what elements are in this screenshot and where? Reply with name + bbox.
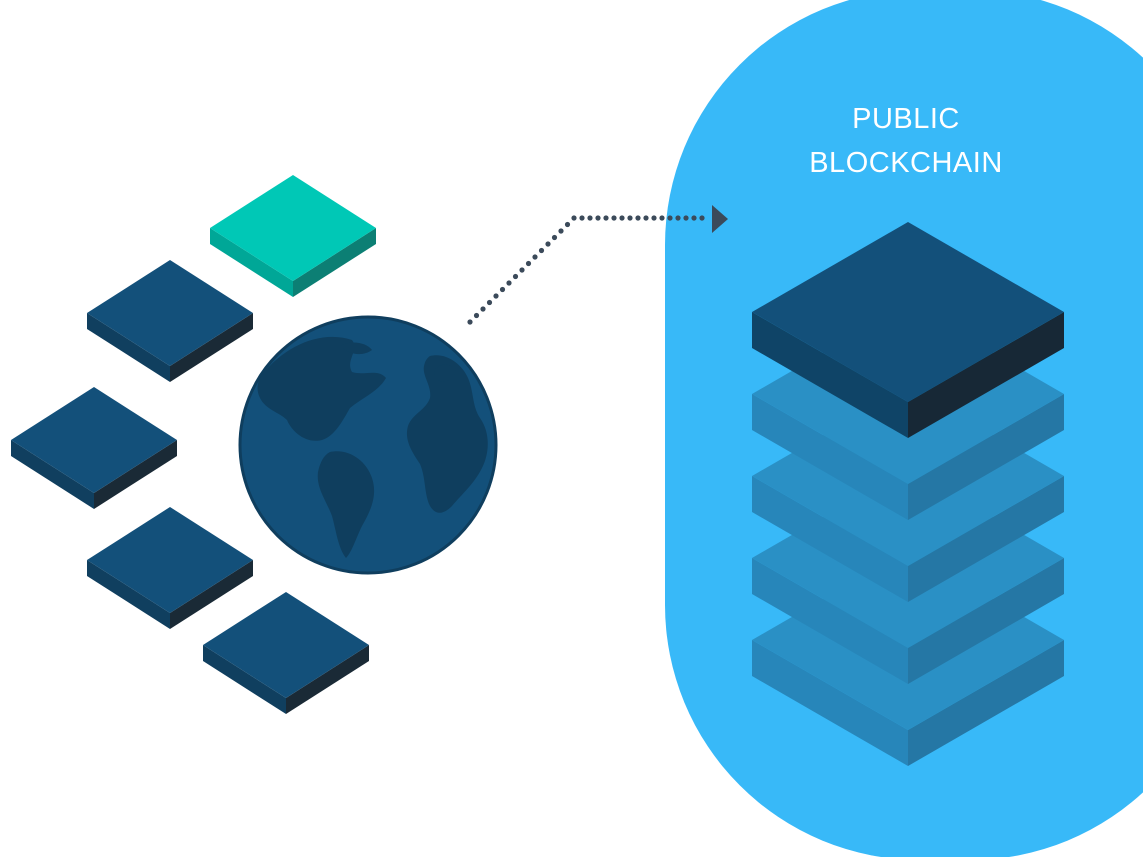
connector-dot <box>519 267 525 273</box>
connector-dot <box>571 215 577 221</box>
connector-dot <box>691 215 697 221</box>
faded-chain-block-2-side-left <box>752 476 908 602</box>
connector-dot <box>619 215 625 221</box>
container-label-line1: PUBLIC <box>852 103 960 135</box>
connector-dot <box>486 299 493 306</box>
highlighted-block-side-left <box>210 228 293 297</box>
globe-land-europe-africa <box>406 355 488 513</box>
connector-dot <box>525 260 532 267</box>
connector-dot <box>467 319 473 325</box>
connector-dot <box>558 228 564 234</box>
top-chain-block-side-left <box>752 312 908 438</box>
network-block-3-top <box>87 507 253 613</box>
highlighted-block-top <box>210 175 376 281</box>
connector-dot <box>512 273 519 280</box>
connector-dot <box>545 241 551 247</box>
globe-land-south-america <box>317 451 375 558</box>
connector-dot <box>627 215 633 221</box>
connector-dot <box>595 215 601 221</box>
network-block-4-side-right <box>286 645 369 714</box>
globe-land-island <box>340 342 372 355</box>
faded-chain-block-4-side-right <box>908 640 1064 766</box>
faded-chain-block-3-side-right <box>908 558 1064 684</box>
blockchain-stack <box>752 222 1064 766</box>
globe-icon <box>238 315 498 575</box>
highlighted-block <box>210 175 376 297</box>
network-block-1-top <box>87 260 253 366</box>
network-block-4 <box>203 592 369 714</box>
network-block-2-top <box>11 387 177 493</box>
network-block-3-side-left <box>87 560 170 629</box>
connector-dot <box>551 234 558 241</box>
faded-chain-block-1-side-left <box>752 394 908 520</box>
network-block-4-top <box>203 592 369 698</box>
dotted-arrow-icon <box>467 205 728 325</box>
top-chain-block-top <box>752 222 1064 402</box>
connector-dot <box>699 215 705 221</box>
connector-dot <box>579 215 585 221</box>
network-block-4-side-left <box>203 645 286 714</box>
globe-land-east <box>434 364 456 382</box>
connector-dot <box>667 215 673 221</box>
faded-chain-block-4-side-left <box>752 640 908 766</box>
connector-dot <box>635 215 641 221</box>
connector-dot <box>480 306 486 312</box>
connector-dot <box>651 215 657 221</box>
connector-dot <box>499 286 506 293</box>
network-block-1-side-right <box>170 313 253 382</box>
top-chain-block-side-right <box>908 312 1064 438</box>
connector-dot <box>643 215 649 221</box>
connector-dot <box>611 215 617 221</box>
faded-chain-block-2-side-right <box>908 476 1064 602</box>
network-block-2 <box>11 387 177 509</box>
connector-dot <box>473 312 480 319</box>
faded-chain-block-3-side-left <box>752 558 908 684</box>
connector-dot <box>587 215 593 221</box>
connector-dot <box>538 247 545 254</box>
network-block-2-side-left <box>11 440 94 509</box>
network-block-1 <box>87 260 253 382</box>
connector-dot <box>675 215 681 221</box>
connector-dot <box>659 215 665 221</box>
connector-dot <box>493 293 499 299</box>
globe-land-north-america <box>257 336 386 441</box>
scattered-blocks <box>11 175 376 714</box>
container-label-line2: BLOCKCHAIN <box>809 147 1003 179</box>
connector-dot <box>532 254 538 260</box>
network-block-3 <box>87 507 253 629</box>
network-block-3-side-right <box>170 560 253 629</box>
arrowhead-icon <box>712 205 728 233</box>
connector-dot <box>683 215 689 221</box>
connector-dot <box>564 221 571 228</box>
network-block-1-side-left <box>87 313 170 382</box>
connector-dot <box>506 280 512 286</box>
highlighted-block-side-right <box>293 228 376 297</box>
top-chain-block <box>752 222 1064 438</box>
network-block-2-side-right <box>94 440 177 509</box>
connector-dot <box>603 215 609 221</box>
faded-chain-block-1-side-right <box>908 394 1064 520</box>
